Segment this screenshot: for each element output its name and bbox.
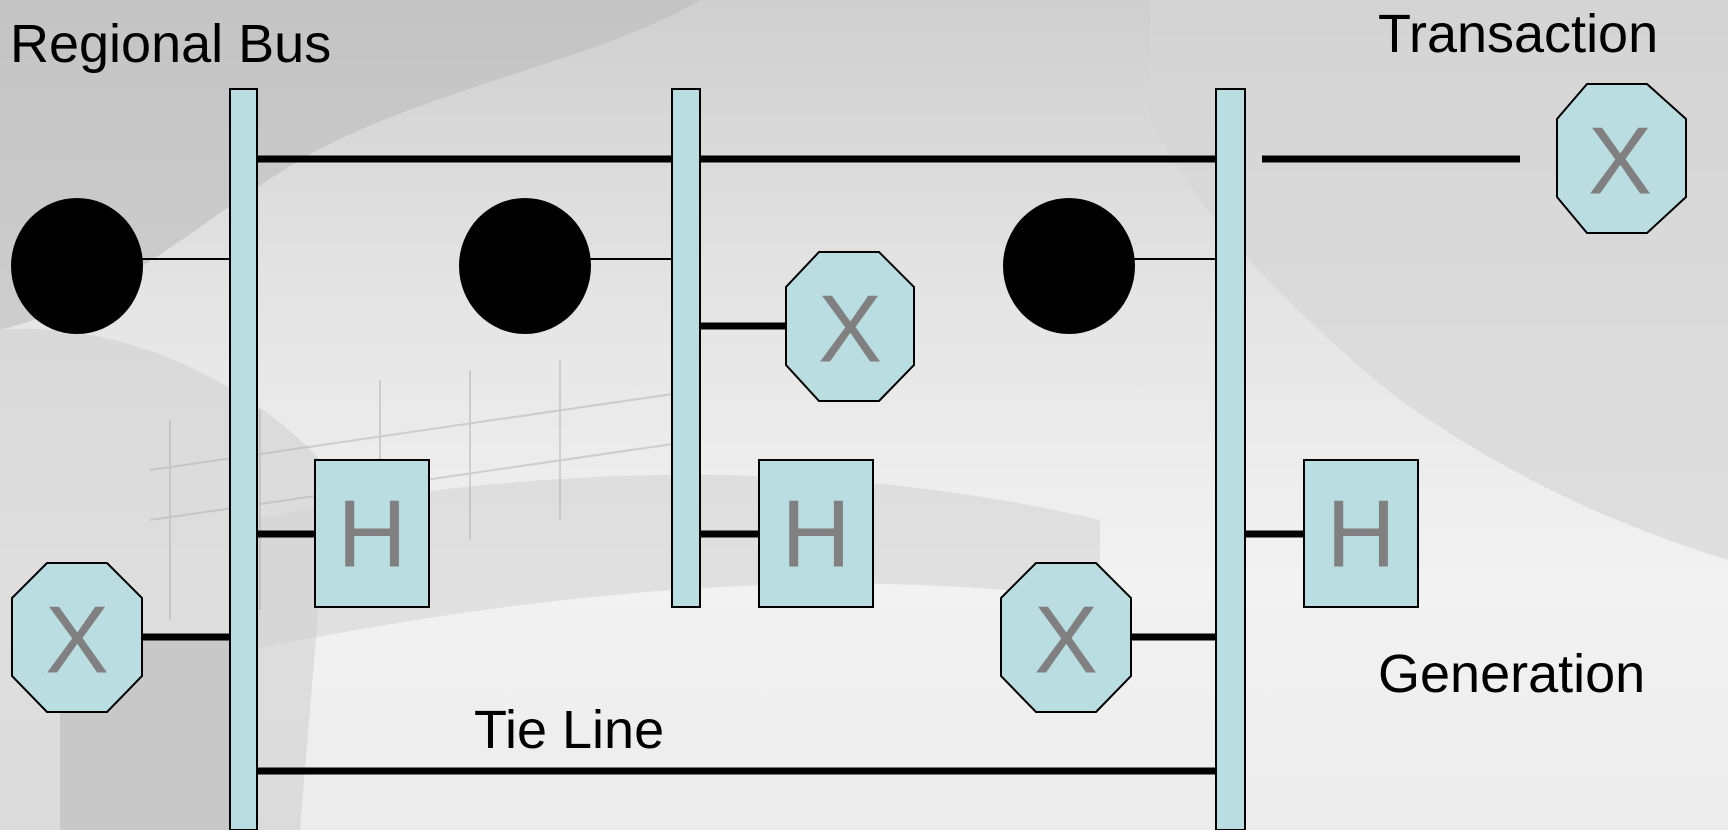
- transaction-node-1: X: [11, 562, 143, 713]
- generator-2: H: [758, 459, 874, 608]
- transaction-label: Transaction: [1378, 4, 1658, 64]
- transaction-node-3-symbol: X: [1034, 587, 1098, 694]
- regional-bus-bar-2: [671, 88, 701, 608]
- load-1: [11, 198, 143, 334]
- transaction-node-2-symbol: X: [818, 276, 882, 383]
- tie-line-label: Tie Line: [474, 700, 664, 760]
- transaction-node-3: X: [1000, 562, 1132, 713]
- regional-bus-label: Regional Bus: [10, 14, 331, 74]
- regional-bus-bar-3: [1215, 88, 1246, 830]
- transaction-node-4-symbol: X: [1588, 108, 1652, 215]
- generator-3-symbol: H: [1326, 481, 1395, 588]
- generation-label: Generation: [1378, 644, 1645, 704]
- transaction-node-2: X: [785, 251, 915, 402]
- transaction-node-1-symbol: X: [45, 587, 109, 694]
- generator-2-symbol: H: [781, 481, 850, 588]
- transmission-lines: [140, 155, 1520, 775]
- load-3: [1003, 198, 1135, 334]
- transaction-node-4: X: [1556, 83, 1687, 234]
- regional-bus-bar-1: [229, 88, 258, 830]
- generator-3: H: [1303, 459, 1419, 608]
- load-2: [459, 198, 591, 334]
- generator-1: H: [314, 459, 430, 608]
- generator-1-symbol: H: [337, 481, 406, 588]
